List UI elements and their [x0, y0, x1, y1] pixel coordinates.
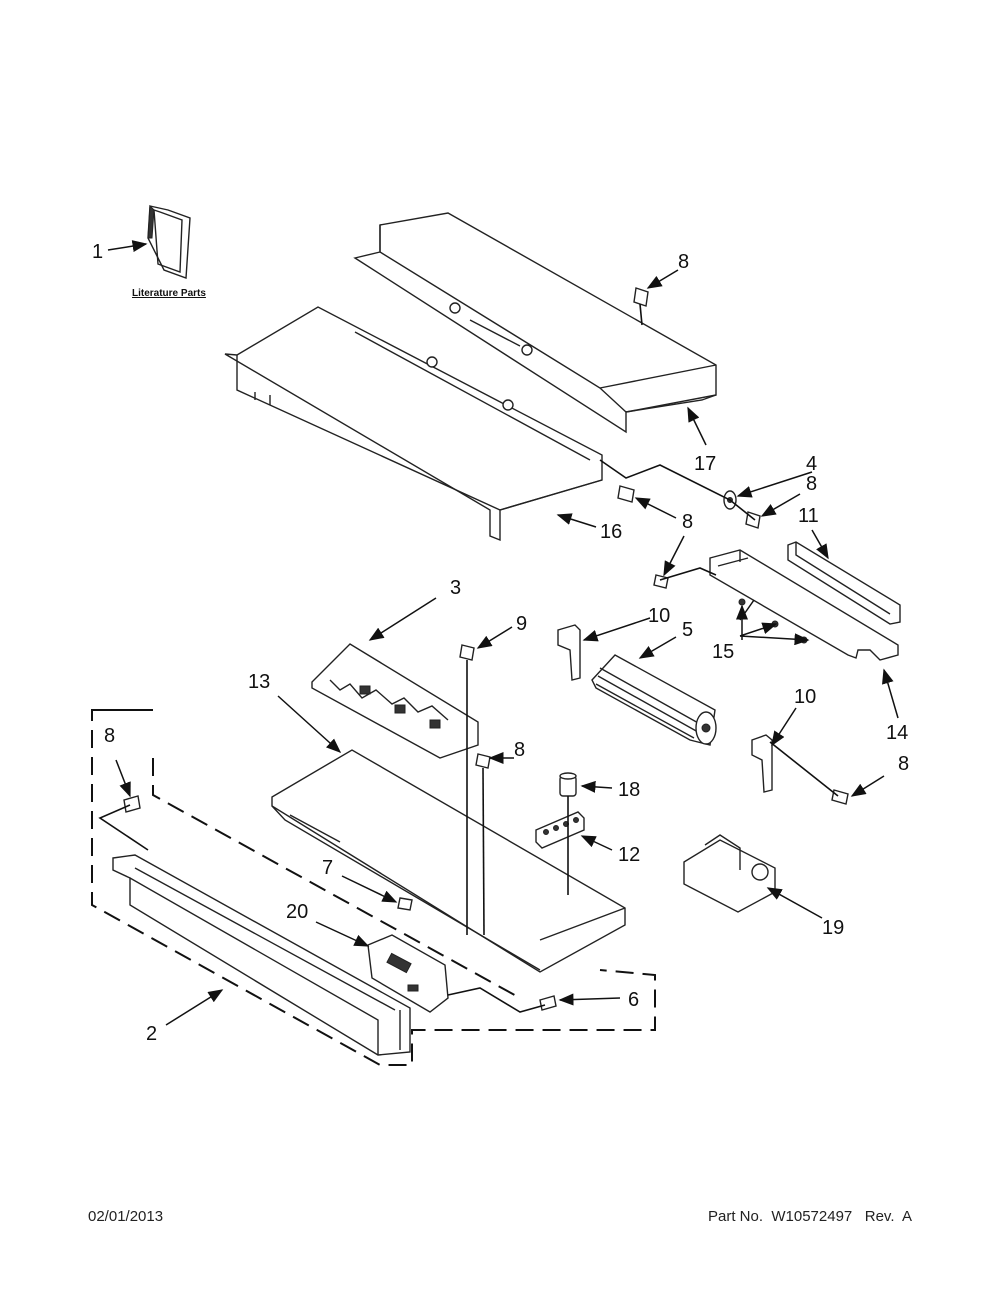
- leader-lines: [107, 240, 899, 1026]
- ferrite-core-18: [559, 772, 577, 797]
- dashed-assembly-outline: [91, 709, 656, 1066]
- wire-run-bottom: [447, 987, 546, 1013]
- screw-8-left: [123, 795, 141, 813]
- callout-15: 15: [712, 641, 734, 663]
- callout-9: 9: [516, 613, 527, 635]
- callout-8-right: 8: [806, 473, 817, 495]
- callout-20: 20: [286, 901, 308, 923]
- callout-18: 18: [618, 779, 640, 801]
- callout-17: 17: [694, 453, 716, 475]
- callout-5: 5: [682, 619, 693, 641]
- callout-8-mid: 8: [682, 511, 693, 533]
- display-board-20: [367, 934, 449, 1013]
- callout-7: 7: [322, 857, 333, 879]
- callout-8-left: 8: [104, 725, 115, 747]
- wire-run-rail: [659, 567, 717, 581]
- wire-run-upper: [599, 459, 756, 521]
- base-panel-13: [271, 749, 626, 973]
- top-panel-16: [224, 306, 603, 542]
- relay-19: [683, 834, 776, 913]
- screw-7: [397, 897, 413, 911]
- callout-13: 13: [248, 671, 270, 693]
- bracket-10-upper: [557, 624, 581, 681]
- callout-19: 19: [822, 917, 844, 939]
- callout-8-lower-right: 8: [898, 753, 909, 775]
- screw-8-top: [633, 287, 649, 326]
- wire-run-lower: [769, 741, 839, 797]
- callout-14: 14: [886, 722, 908, 744]
- callout-12: 12: [618, 844, 640, 866]
- callout-4: 4: [806, 453, 817, 475]
- control-panel-trim-2: [112, 854, 411, 1056]
- bracket-14: [709, 549, 899, 661]
- callout-8-top: 8: [678, 251, 689, 273]
- screw-9: [459, 644, 475, 935]
- screw-8-lower-right: [831, 789, 849, 805]
- callout-8-center: 8: [514, 739, 525, 761]
- bracket-10-lower: [751, 734, 773, 793]
- callout-11: 11: [798, 505, 819, 527]
- terminal-block-12: [535, 811, 585, 849]
- literature-booklet: [147, 204, 191, 279]
- callout-2: 2: [146, 1023, 157, 1045]
- screw-8-rail: [653, 574, 669, 589]
- callout-16: 16: [600, 521, 622, 543]
- crossflow-fan-5: [591, 654, 717, 746]
- literature-parts-label: Literature Parts: [132, 288, 206, 299]
- screw-8-mid: [617, 485, 635, 503]
- callout-10-lower: 10: [794, 686, 816, 708]
- footer-part-number: Part No. W10572497 Rev. A: [708, 1208, 912, 1225]
- wire-run-left: [98, 804, 149, 851]
- control-board-3: [311, 643, 479, 759]
- callout-10-upper: 10: [648, 605, 670, 627]
- rail-strip-11: [787, 541, 901, 625]
- top-panel-17: [353, 212, 717, 434]
- footer-date: 02/01/2013: [88, 1208, 164, 1225]
- screw-6: [539, 995, 557, 1011]
- callout-6: 6: [628, 989, 639, 1011]
- callout-3: 3: [450, 577, 461, 599]
- screw-8-center: [475, 753, 491, 936]
- callout-1: 1: [92, 241, 103, 263]
